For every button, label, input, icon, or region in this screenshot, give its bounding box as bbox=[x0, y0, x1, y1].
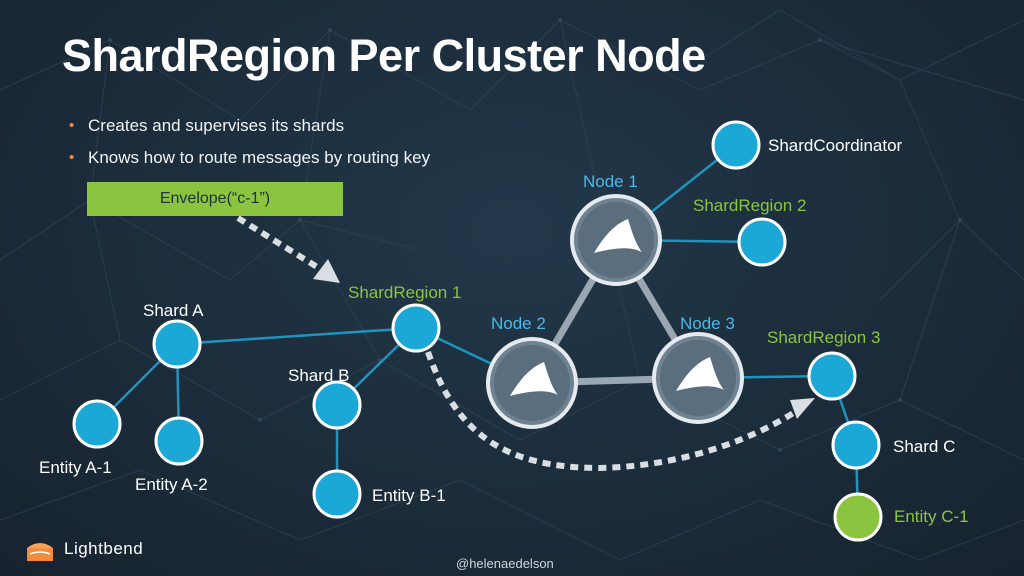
arrowhead-1-icon bbox=[313, 259, 340, 283]
node-2-label: Node 2 bbox=[491, 314, 546, 333]
entity-b1-circle bbox=[312, 469, 362, 519]
shard-b-circle bbox=[312, 380, 362, 430]
shardregion-3-circle bbox=[807, 351, 857, 401]
node-2 bbox=[486, 337, 578, 429]
shard-a-circle bbox=[152, 319, 202, 369]
node-3 bbox=[652, 332, 744, 424]
bullet-dot-icon: • bbox=[69, 149, 75, 166]
envelope-message: Envelope(“c-1”) bbox=[87, 182, 343, 216]
bullet-dot-icon: • bbox=[69, 117, 75, 134]
bullet-text: Creates and supervises its shards bbox=[88, 116, 345, 135]
entity-a2-circle bbox=[154, 416, 204, 466]
entity-c1-circle bbox=[833, 492, 883, 542]
shard-coordinator-circle bbox=[711, 120, 761, 170]
arrow-envelope-to-shardregion1 bbox=[236, 215, 324, 273]
bullet-text: Knows how to route messages by routing k… bbox=[88, 148, 431, 167]
lightbend-logo-icon bbox=[27, 543, 53, 561]
shardregion-1-circle bbox=[391, 303, 441, 353]
shard-c-circle bbox=[831, 420, 881, 470]
author-handle: @helenaedelson bbox=[456, 556, 554, 571]
shardregion-3-label: ShardRegion 3 bbox=[767, 328, 881, 347]
node-1-label: Node 1 bbox=[583, 172, 638, 191]
slide-title: ShardRegion Per Cluster Node bbox=[62, 30, 706, 81]
shard-a-label: Shard A bbox=[143, 301, 204, 320]
routing-arrows bbox=[236, 215, 800, 472]
bullet-list: • Creates and supervises its shards • Know… bbox=[66, 116, 430, 180]
edge-shardregion1-shard-a bbox=[176, 326, 417, 346]
bullet-item: • Creates and supervises its shards bbox=[66, 116, 430, 148]
shardregion-2-label: ShardRegion 2 bbox=[693, 196, 807, 215]
shardregion-2-circle bbox=[737, 217, 787, 267]
shardregion-1-label: ShardRegion 1 bbox=[348, 283, 462, 302]
entity-a1-circle bbox=[72, 399, 122, 449]
node-3-label: Node 3 bbox=[680, 314, 735, 333]
shard-b-label: Shard B bbox=[288, 366, 350, 385]
brand-logo: Lightbend bbox=[26, 536, 143, 562]
akka-node-icon bbox=[510, 362, 558, 396]
bullet-item: • Knows how to route messages by routing … bbox=[66, 148, 430, 180]
brand-name: Lightbend bbox=[64, 539, 144, 558]
shard-c-label: Shard C bbox=[893, 437, 956, 456]
arrowheads bbox=[313, 259, 815, 419]
entity-b1-label: Entity B-1 bbox=[372, 486, 446, 505]
arrowhead-2-icon bbox=[790, 398, 815, 419]
arrow-shardregion1-to-shardregion3 bbox=[425, 351, 800, 472]
node-1 bbox=[570, 194, 662, 286]
entity-c1-label: Entity C-1 bbox=[894, 507, 969, 526]
entity-a1-label: Entity A-1 bbox=[39, 458, 112, 477]
akka-node-icon bbox=[676, 357, 724, 391]
akka-node-icon bbox=[594, 219, 642, 253]
shard-coordinator-label: ShardCoordinator bbox=[768, 136, 903, 155]
entity-a2-label: Entity A-2 bbox=[135, 475, 208, 494]
